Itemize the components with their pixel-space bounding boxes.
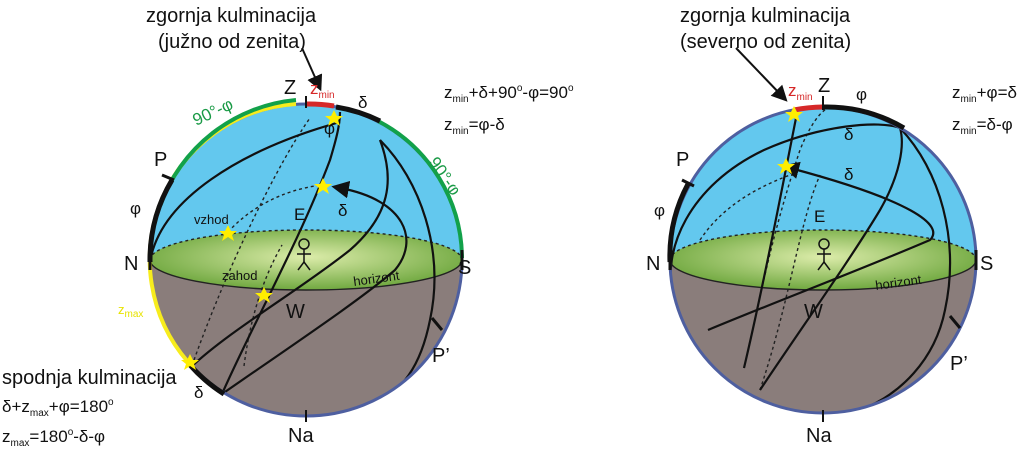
right-title-line2: (severno od zenita) <box>680 31 851 53</box>
right-star-mid <box>777 158 795 174</box>
right-phi-delta-arc-top <box>822 104 906 131</box>
left-title-line1: zgornja kulminacija <box>146 5 317 27</box>
left-set-label: zahod <box>222 268 257 283</box>
right-pole-label: P <box>676 149 689 171</box>
left-observer-icon <box>297 238 311 271</box>
right-south-label: S <box>980 253 993 275</box>
left-rise-label: vzhod <box>194 212 229 227</box>
right-star-zmin <box>785 106 803 122</box>
left-star-mid <box>314 178 332 194</box>
left-delta-mid-label: δ <box>338 201 347 220</box>
left-zmax-label: zmax <box>118 302 143 320</box>
left-star-zmin <box>325 110 343 126</box>
right-equation-1: zmin+φ=δ <box>952 83 1017 105</box>
left-delta-bottom-label: δ <box>194 383 203 402</box>
left-zmin-arc <box>305 101 335 109</box>
left-star-set <box>255 287 273 303</box>
right-horizon-plane <box>670 230 976 290</box>
left-south-label: S <box>458 257 471 279</box>
left-horizon-label: horizont <box>352 268 400 289</box>
right-sphere <box>667 47 978 422</box>
right-east-label: E <box>814 207 825 226</box>
right-delta-upper-label: δ <box>844 125 853 144</box>
right-nadir-label: Na <box>806 425 832 447</box>
left-pole-label: P <box>154 149 167 171</box>
left-star-lower <box>181 354 199 370</box>
right-equation-2: zmin=δ-φ <box>952 115 1013 137</box>
right-delta-mid-label: δ <box>844 165 853 184</box>
right-zenith-label: Z <box>818 75 830 97</box>
left-delta-arc-top <box>335 104 382 124</box>
right-north-label: N <box>646 253 660 275</box>
left-zmin-label: zmin <box>310 79 335 101</box>
right-observer-icon <box>817 238 831 271</box>
left-title-line2: (južno od zenita) <box>158 31 306 53</box>
left-delta-top-label: δ <box>358 93 367 112</box>
left-equation-1: zmin+δ+90o-φ=90o <box>444 83 574 105</box>
right-phi-left-label: φ <box>654 201 665 220</box>
right-zmin-arc <box>793 104 824 113</box>
right-zmin-label: zmin <box>788 81 813 103</box>
right-title-line1: zgornja kulminacija <box>680 5 851 27</box>
left-star-rise <box>219 225 237 241</box>
right-west-label: W <box>804 301 823 323</box>
left-equation-2: zmin=φ-δ <box>444 115 505 137</box>
right-phi-top-label: φ <box>856 85 867 104</box>
left-west-label: W <box>286 301 305 323</box>
right-antipole-label: P’ <box>950 353 968 375</box>
left-90-phi-arc-right <box>377 119 464 259</box>
left-east-label: E <box>294 205 305 224</box>
right-horizon-label: horizont <box>874 272 922 293</box>
lower-culmination-title: spodnja kulminacija <box>2 367 177 389</box>
left-zenith-label: Z <box>284 77 296 99</box>
left-sphere <box>147 47 464 422</box>
left-north-label: N <box>124 253 138 275</box>
lower-culmination-eq1: δ+zmax+φ=180o <box>2 397 114 419</box>
lower-culmination-eq2: zmax=180o-δ-φ <box>2 427 105 449</box>
left-nadir-label: Na <box>288 425 314 447</box>
left-antipole-label: P’ <box>432 345 450 367</box>
left-phi-zenith-label: φ <box>324 119 335 138</box>
left-phi-left-label: φ <box>130 199 141 218</box>
